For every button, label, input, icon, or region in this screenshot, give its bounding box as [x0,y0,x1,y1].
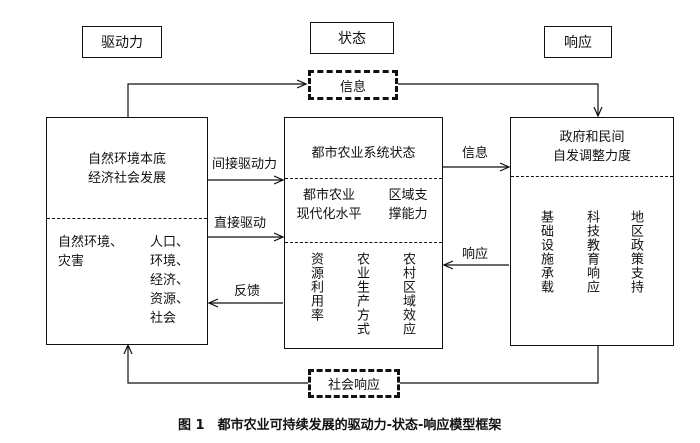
response-title-line1: 政府和民间 [559,130,625,145]
socioeconomic-factors-list: 人口、 环境、 经济、 资源、 社会 [150,233,189,328]
infrastructure-capacity: 基础设施承载 [538,210,553,294]
natural-disaster-line2: 灾害 [58,254,85,269]
header-driving-force-label: 驱动力 [101,35,143,51]
social-response-box: 社会响应 [308,369,400,398]
response-box [510,117,674,346]
regional-policy-support: 地区政策支持 [628,210,643,294]
driving-force-title-line1: 自然环境本底 [87,152,166,167]
state-box [284,117,443,349]
driving-force-title: 自然环境本底 经济社会发展 [46,150,208,188]
response-box-title: 政府和民间 自发调整力度 [510,128,674,166]
technology-education-response: 科技教育响应 [584,210,599,294]
natural-disaster-text: 自然环境、 灾害 [58,233,123,271]
regional-support: 区域支 撑能力 [378,186,438,224]
state-divider-2 [285,242,442,243]
factor-environment: 环境、 [150,254,190,269]
state-divider-1 [285,178,442,179]
header-response: 响应 [544,26,612,58]
label-feedback: 反馈 [234,284,261,299]
label-response: 响应 [462,247,489,262]
modernization-level: 都市农业 现代化水平 [290,186,368,224]
regional-support-line1: 区域支 [388,188,428,203]
response-divider [511,176,673,177]
modernization-line1: 都市农业 [302,188,355,203]
label-indirect-driving: 间接驱动力 [212,157,278,172]
modernization-line2: 现代化水平 [296,207,362,222]
factor-resources: 资源、 [150,292,190,307]
factor-society: 社会 [150,311,177,326]
regional-support-line2: 撑能力 [388,207,428,222]
response-title-line2: 自发调整力度 [552,149,631,164]
state-box-title-label: 都市农业系统状态 [311,146,416,161]
natural-disaster-line1: 自然环境、 [58,235,124,250]
state-box-title: 都市农业系统状态 [284,144,443,163]
resource-utilization: 资源利用率 [308,252,323,322]
info-box-top: 信息 [308,70,398,100]
figure-caption: 图 1 都市农业可持续发展的驱动力-状态-响应模型框架 [178,418,502,433]
label-info: 信息 [462,146,489,161]
info-box-top-label: 信息 [339,79,366,95]
driving-force-box [46,117,208,345]
driving-force-title-line2: 经济社会发展 [87,171,166,186]
label-direct-driving: 直接驱动 [214,216,267,231]
production-mode: 农业生产方式 [354,252,369,336]
driving-force-divider [47,218,207,219]
header-state: 状态 [310,22,394,54]
factor-population: 人口、 [150,235,190,250]
factor-economy: 经济、 [150,273,190,288]
header-driving-force: 驱动力 [82,26,162,58]
social-response-box-label: 社会响应 [327,378,380,393]
header-response-label: 响应 [564,35,592,51]
rural-regional-effect: 农村区域效应 [400,252,415,336]
header-state-label: 状态 [338,31,366,47]
